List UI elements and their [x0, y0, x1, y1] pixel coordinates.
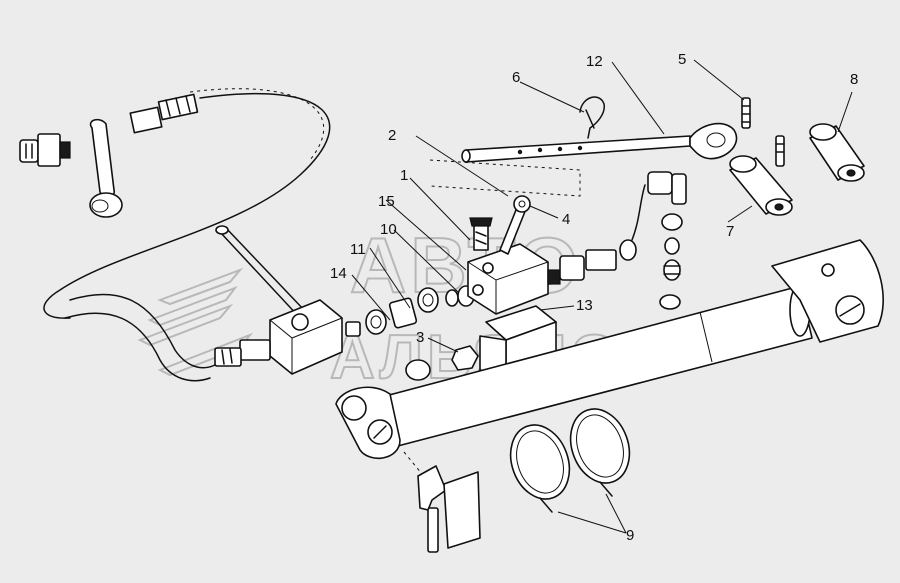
valve-block-left — [214, 225, 361, 375]
callout-10: 10 — [380, 221, 397, 238]
callout-13: 13 — [576, 297, 593, 314]
callout-3: 3 — [416, 329, 424, 346]
fittings-right — [559, 171, 687, 310]
lever-link — [499, 195, 531, 255]
callout-2: 2 — [388, 127, 396, 144]
bushing-7 — [729, 155, 793, 216]
callout-labels: 1 2 3 4 5 6 7 8 9 10 11 12 13 14 15 — [330, 51, 858, 544]
leader-lines — [351, 59, 853, 534]
callout-5: 5 — [678, 51, 686, 68]
callout-4: 4 — [562, 211, 570, 228]
adjusting-rod — [429, 122, 738, 197]
hydraulic-cylinder — [335, 239, 884, 459]
callout-6: 6 — [512, 69, 520, 86]
callout-1: 1 — [400, 167, 408, 184]
dust-cap — [89, 118, 123, 218]
hydraulic-hose — [43, 88, 331, 382]
callout-7: 7 — [726, 223, 734, 240]
fittings-row — [365, 285, 475, 335]
cylinder-pin-retainer — [403, 451, 481, 553]
hose-end-fitting — [129, 93, 199, 134]
callout-12: 12 — [586, 53, 603, 70]
callout-11: 11 — [350, 241, 366, 258]
nut-3 — [405, 345, 479, 381]
spring-pins — [741, 97, 785, 167]
quick-coupling — [19, 133, 71, 167]
callout-14: 14 — [330, 265, 347, 282]
hose-clamps — [509, 408, 631, 513]
bushing-8 — [809, 123, 865, 182]
callout-9: 9 — [626, 527, 634, 544]
linch-pin — [579, 96, 605, 139]
callout-8: 8 — [850, 71, 858, 88]
callout-15: 15 — [378, 193, 395, 210]
valve-block-main — [467, 217, 561, 315]
